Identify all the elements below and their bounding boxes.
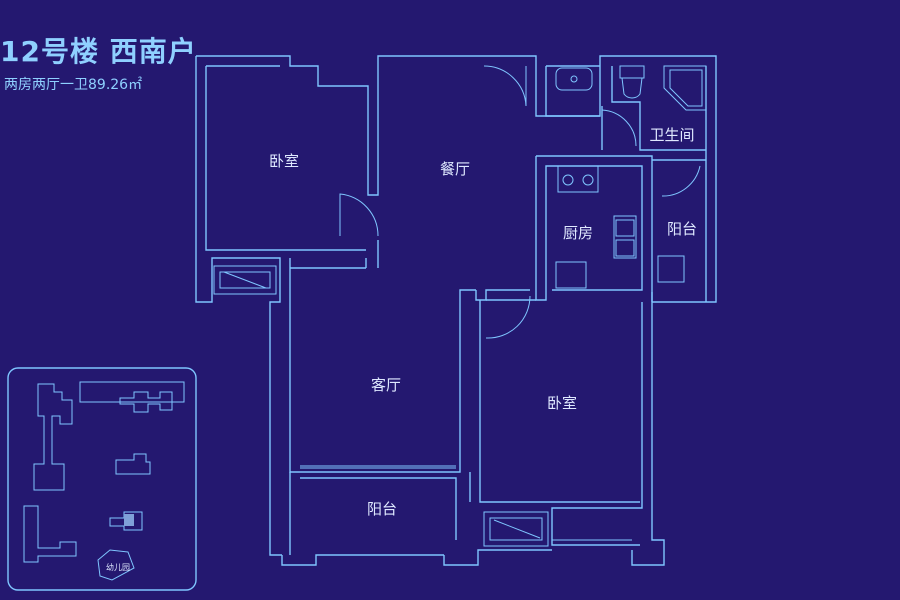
page-title: 12号楼 西南户 — [0, 35, 197, 68]
room-labels: 卧室 餐厅 卫生间 厨房 阳台 客厅 卧室 阳台 — [269, 126, 697, 518]
room-label-bedroom-top: 卧室 — [269, 152, 299, 170]
interior-walls — [289, 65, 706, 555]
room-label-balcony-bottom: 阳台 — [367, 500, 397, 518]
site-map-label: 幼儿园 — [106, 562, 130, 572]
room-label-bedroom-bottom: 卧室 — [547, 394, 577, 412]
page-subtitle: 两房两厅一卫89.26㎡ — [4, 77, 143, 93]
room-label-balcony-right: 阳台 — [667, 220, 697, 238]
room-label-living: 客厅 — [371, 376, 401, 394]
door-swings — [339, 65, 701, 339]
highlight-building — [124, 514, 134, 526]
windows — [213, 265, 632, 547]
exterior-walls — [195, 55, 717, 566]
room-label-bathroom: 卫生间 — [649, 126, 694, 144]
kitchen-fixtures — [555, 165, 685, 289]
bath-fixtures — [555, 65, 707, 111]
site-map-inset: 幼儿园 — [7, 367, 197, 591]
room-label-kitchen: 厨房 — [563, 224, 593, 242]
room-label-dining: 餐厅 — [440, 160, 470, 178]
